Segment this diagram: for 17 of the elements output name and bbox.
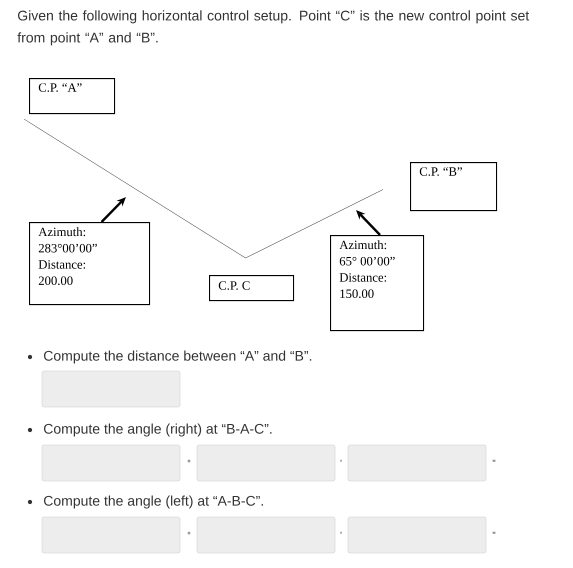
point-box: C.P. “A”	[29, 78, 116, 114]
connector-line	[245, 189, 384, 258]
unit-symbol: "	[492, 460, 496, 462]
unit-symbol: '	[340, 460, 342, 462]
data-box: Azimuth: 283°00’00” Distance: 200.00	[29, 222, 150, 306]
unit-symbol: "	[492, 532, 496, 534]
unit-symbol: °	[188, 460, 190, 462]
unit-symbol: '	[340, 532, 342, 534]
unit-symbol: °	[188, 532, 190, 534]
question-text: Compute the angle (right) at “B-A-C”.	[44, 423, 272, 437]
question-text: Given the following horizontal control setup. Point “C” is the new control point set from point “A” and “B”.	[17, 10, 530, 46]
question-text: Compute the angle (left) at “A-B-C”.	[44, 495, 263, 509]
point-box: C.P. C	[209, 275, 294, 302]
question-text: Compute the distance between “A” and “B”.	[44, 350, 312, 364]
connector-line	[24, 118, 246, 258]
point-box: C.P. “B”	[410, 162, 498, 212]
data-box: Azimuth: 65° 00’00” Distance: 150.00	[330, 235, 424, 332]
